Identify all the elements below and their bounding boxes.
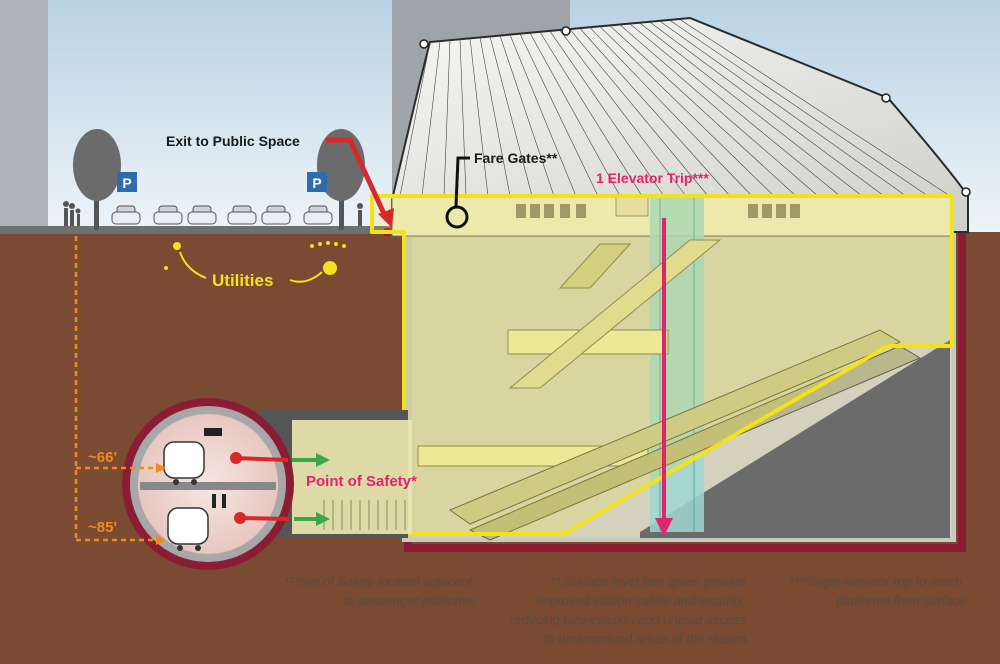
car-icon <box>153 205 183 225</box>
parking-sign-label: P <box>312 175 321 191</box>
dome-rib <box>443 40 451 197</box>
safety-arrow-lower <box>234 512 330 526</box>
dome-rib <box>639 22 863 197</box>
dome-rib <box>589 27 753 197</box>
lower-hall-shadow <box>640 340 950 538</box>
note-fare-line-2: improved station safety and security, <box>536 593 746 608</box>
upper-escalator-2 <box>558 243 632 289</box>
car-icon <box>111 205 141 225</box>
depth-85-label: ~85' <box>88 519 117 536</box>
exit-arrowhead <box>378 208 394 228</box>
dome-rib <box>489 36 533 197</box>
elevator-trip-label: 1 Elevator Trip*** <box>596 170 709 186</box>
upper-escalator <box>508 239 722 389</box>
utilities-pointer <box>289 271 323 283</box>
dome-ribs <box>399 19 951 197</box>
car-icon <box>261 205 291 225</box>
note-elevator-line-1: ***Single elevator trip to reach <box>789 574 962 589</box>
dome-rib <box>599 26 775 197</box>
platform-passage-stripes <box>323 500 406 530</box>
dome-rib <box>509 34 577 197</box>
utilities-pointer <box>179 251 207 279</box>
dome-rib <box>499 35 555 197</box>
dome-rib <box>469 38 489 197</box>
dome-rib <box>659 21 907 197</box>
dome-rib <box>399 41 431 197</box>
fare-gate-machines <box>516 204 800 218</box>
utility-lines-icon <box>164 241 346 275</box>
tunnel-divider-slab <box>140 482 276 490</box>
dome-rib <box>669 20 929 197</box>
note-safety-line-2: to passenger platforms <box>344 593 477 608</box>
train-lower-icon <box>167 494 226 551</box>
dome-rib <box>579 28 731 197</box>
depth-66-label: ~66' <box>88 449 117 466</box>
dome-rib <box>679 19 951 197</box>
car-icon <box>303 205 333 225</box>
train-upper-icon <box>163 428 222 485</box>
note-elevator: ***Single elevator trip to reach platfor… <box>789 574 966 608</box>
dome-rib <box>619 24 819 197</box>
parking-sign-label: P <box>122 175 131 191</box>
note-fare-line-3: reducing fare evasion and unpaid access <box>510 612 747 627</box>
depth-arrowhead <box>156 535 166 545</box>
note-safety-line-1: *Point of Safety located adjacent <box>284 574 473 589</box>
safety-arrow-upper <box>230 452 330 467</box>
pedestrians-icon <box>63 201 363 226</box>
dome-rib <box>649 21 885 197</box>
parking-sign-2: P <box>307 172 327 192</box>
dome-rib <box>609 25 797 197</box>
fare-gates-marker <box>445 205 469 229</box>
dome-rib <box>459 39 467 197</box>
elevator-trip-arrowhead <box>655 518 673 536</box>
note-elevator-line-2: platforms from surface <box>836 593 966 608</box>
fare-gates-label: Fare Gates** <box>474 150 558 166</box>
parked-cars <box>111 205 333 225</box>
depth-dimension-lines <box>74 236 156 542</box>
street-surface <box>0 226 400 234</box>
dome-rib <box>479 37 511 197</box>
depth-arrowhead <box>156 463 166 473</box>
dome-rib <box>421 41 441 197</box>
parking-sign-1: P <box>117 172 137 192</box>
dome-rib <box>539 31 643 197</box>
note-fare-line-4: to underground areas of the station. <box>544 631 750 646</box>
point-of-safety-label: Point of Safety* <box>306 473 417 490</box>
dome-rib <box>549 31 665 197</box>
long-escalator <box>448 329 902 525</box>
dome-rib <box>529 32 621 197</box>
dome-rib <box>569 29 709 197</box>
dome-nodes <box>419 26 971 197</box>
note-fare-line-1: ** Surface level fare gates provide <box>550 574 747 589</box>
exit-label: Exit to Public Space <box>166 133 300 149</box>
dome-rib <box>519 33 599 197</box>
exit-arrow <box>326 137 389 220</box>
dome-rib <box>629 23 841 197</box>
dome-rib <box>559 30 687 197</box>
building-left <box>0 0 48 232</box>
car-icon <box>227 205 257 225</box>
note-safety: *Point of Safety located adjacent to pas… <box>284 574 476 608</box>
tree-left <box>73 129 121 230</box>
platform-passage <box>292 420 412 534</box>
utilities-label: Utilities <box>212 271 273 290</box>
car-icon <box>187 205 217 225</box>
fare-gates-pointer <box>454 156 470 207</box>
note-fare: ** Surface level fare gates provide impr… <box>510 574 750 646</box>
